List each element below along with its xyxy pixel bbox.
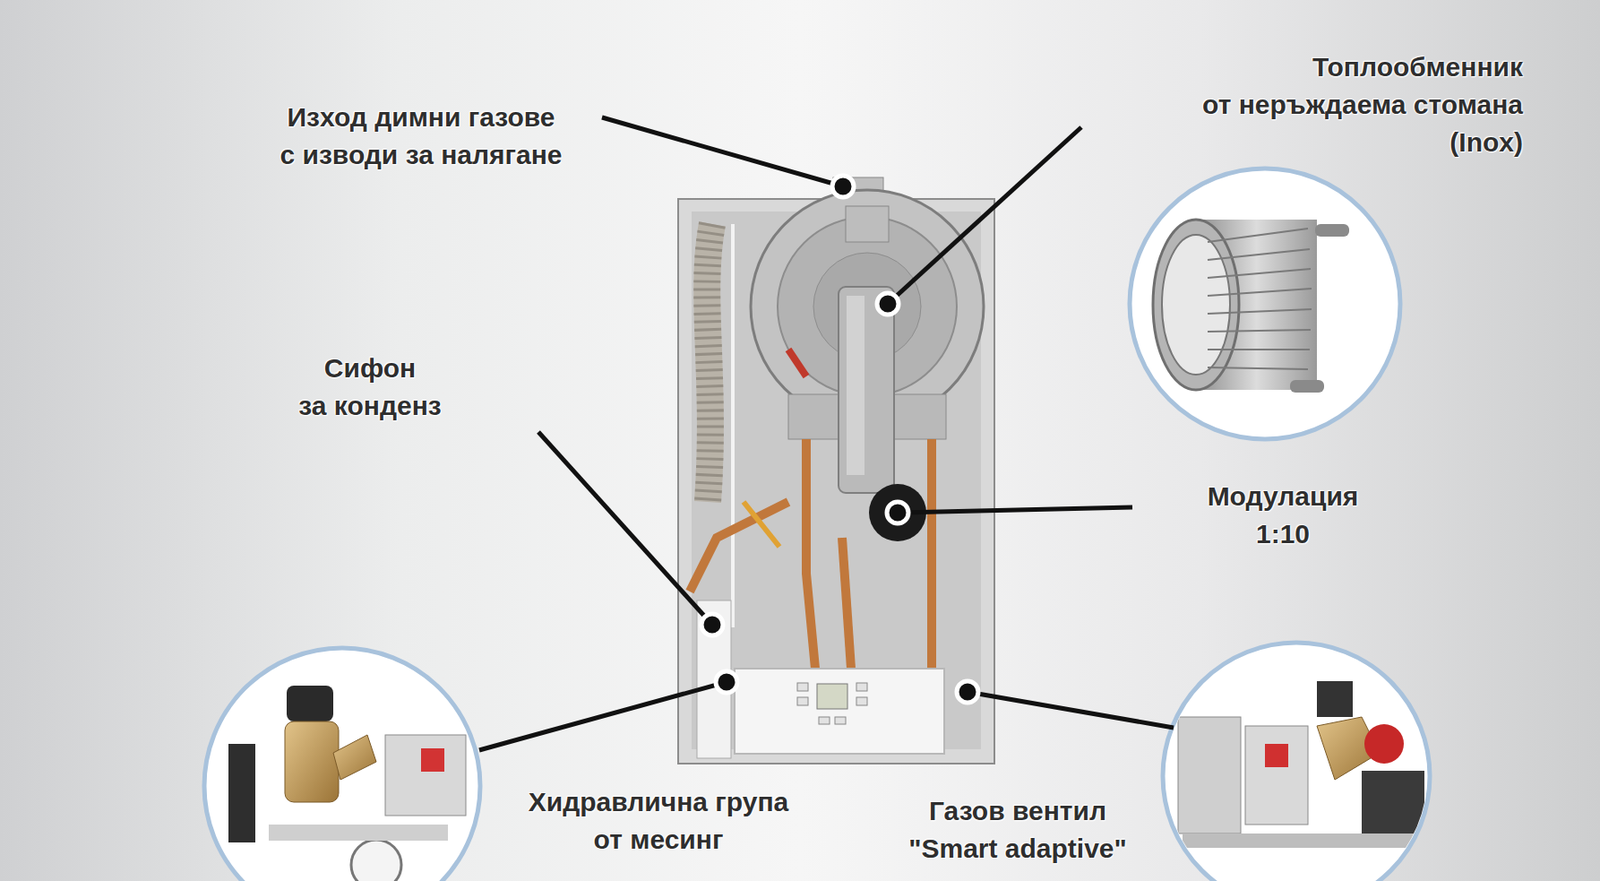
part-label: Газов вентил "Smart adaptive": [908, 791, 1127, 868]
hydraulic-inset: [204, 647, 481, 881]
part-label: Сифон за конденз: [298, 349, 441, 425]
part-label: Хидравлична група от месинг: [528, 782, 790, 859]
boiler-body: [678, 177, 995, 764]
part-label: Изход димни газове с изводи за налягане: [279, 98, 562, 174]
gas-valve-inset: [1162, 642, 1430, 881]
leader-lines: [479, 117, 1174, 750]
callout-dots: [701, 175, 979, 703]
part-label: Модулация 1:10: [1207, 477, 1360, 553]
coil-inset: [1129, 168, 1401, 439]
part-label: Топлообменник от неръждаема стомана (Ino…: [1202, 48, 1523, 162]
